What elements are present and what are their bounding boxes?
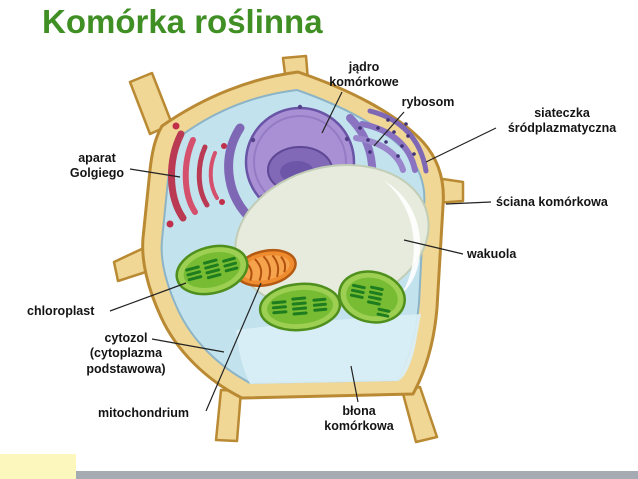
leader-line-golgi	[129, 168, 181, 178]
label-line: siateczka	[534, 106, 590, 120]
label-line: śródplazmatyczna	[507, 121, 617, 136]
mitochondrion-graphic	[235, 248, 297, 288]
leader-line-chloroplast	[109, 282, 187, 312]
label-mitochondrion: mitochondrium	[98, 406, 189, 421]
leader-line-nucleus	[321, 91, 343, 134]
label-cytosol: cytozol (cytoplazma podstawowa)	[76, 331, 176, 377]
slide-accent-yellow	[0, 454, 76, 479]
chloroplast-b-graphic	[258, 282, 342, 332]
label-endoplasmic-reticulum: siateczka śródplazmatyczna	[494, 106, 630, 137]
label-line: ściana komórkowa	[496, 195, 608, 209]
label-line: błona	[342, 404, 376, 418]
leader-line-ribosome	[373, 111, 405, 147]
golgi-apparatus-graphic	[166, 122, 227, 228]
chloroplast-a-graphic	[175, 244, 249, 296]
label-golgi: aparat Golgiego	[58, 151, 136, 182]
slide-footer-strip	[64, 471, 638, 479]
label-line: chloroplast	[27, 304, 95, 318]
leader-line-membrane	[350, 365, 359, 403]
leader-line-cytosol	[151, 338, 225, 353]
label-line: wakuola	[467, 247, 517, 261]
label-line: aparat	[78, 151, 116, 165]
leader-line-cell-wall	[445, 201, 492, 205]
label-line: komórkowa	[324, 419, 394, 434]
leader-line-mitochondrion	[205, 282, 262, 412]
label-line: komórkowe	[329, 75, 399, 90]
label-nucleus: jądro komórkowe	[318, 60, 410, 91]
ribosomes-graphic	[358, 118, 416, 158]
label-line: Golgiego	[69, 166, 125, 181]
leader-line-er	[425, 127, 497, 163]
label-line: podstawowa)	[86, 361, 166, 376]
cell-membrane-face	[236, 314, 421, 384]
label-line: (cytoplazma	[89, 346, 163, 361]
label-line: rybosom	[401, 95, 455, 109]
page-title: Komórka roślinna	[42, 3, 323, 40]
label-ribosome: rybosom	[394, 95, 462, 110]
label-cell-wall: ściana komórkowa	[496, 195, 608, 210]
label-line: mitochondrium	[98, 406, 189, 420]
chloroplast-c-graphic	[338, 270, 406, 324]
golgi-vesicles	[166, 122, 227, 228]
label-vacuole: wakuola	[467, 247, 516, 262]
label-line: jądro	[348, 60, 380, 74]
label-chloroplast: chloroplast	[27, 304, 94, 319]
leader-line-vacuole	[403, 239, 464, 255]
leader-lines	[109, 91, 497, 412]
label-cell-membrane: błona komórkowa	[313, 404, 405, 435]
label-line: cytozol	[104, 331, 148, 345]
